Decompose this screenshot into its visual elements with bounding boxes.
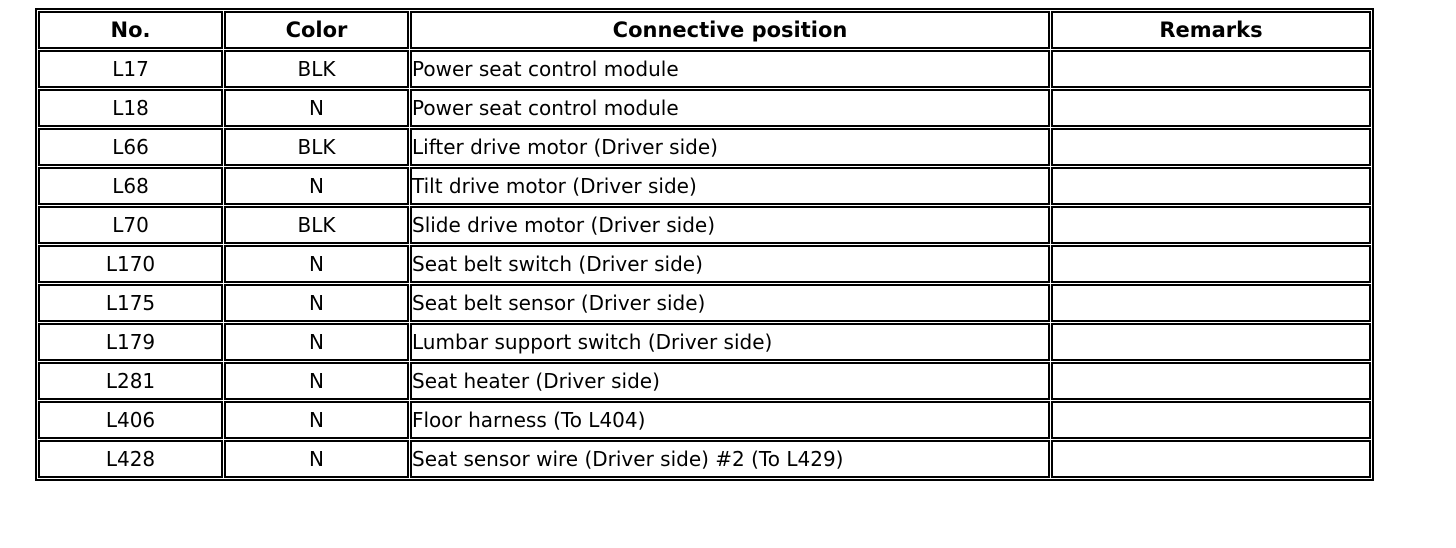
cell-remarks bbox=[1051, 323, 1371, 361]
cell-no: L170 bbox=[38, 245, 223, 283]
cell-remarks bbox=[1051, 245, 1371, 283]
header-row: No. Color Connective position Remarks bbox=[38, 11, 1371, 49]
connector-table: No. Color Connective position Remarks L1… bbox=[35, 8, 1374, 481]
cell-no: L175 bbox=[38, 284, 223, 322]
cell-no: L428 bbox=[38, 440, 223, 478]
cell-remarks bbox=[1051, 50, 1371, 88]
cell-no: L68 bbox=[38, 167, 223, 205]
column-header-position: Connective position bbox=[410, 11, 1050, 49]
cell-remarks bbox=[1051, 89, 1371, 127]
cell-color: BLK bbox=[224, 128, 409, 166]
cell-color: N bbox=[224, 323, 409, 361]
cell-color: N bbox=[224, 284, 409, 322]
cell-position: Seat heater (Driver side) bbox=[410, 362, 1050, 400]
cell-position: Slide drive motor (Driver side) bbox=[410, 206, 1050, 244]
cell-position: Lumbar support switch (Driver side) bbox=[410, 323, 1050, 361]
cell-position: Floor harness (To L404) bbox=[410, 401, 1050, 439]
cell-no: L66 bbox=[38, 128, 223, 166]
cell-color: N bbox=[224, 362, 409, 400]
cell-no: L18 bbox=[38, 89, 223, 127]
cell-position: Seat belt sensor (Driver side) bbox=[410, 284, 1050, 322]
cell-remarks bbox=[1051, 362, 1371, 400]
column-header-color: Color bbox=[224, 11, 409, 49]
column-header-remarks: Remarks bbox=[1051, 11, 1371, 49]
cell-color: N bbox=[224, 401, 409, 439]
cell-position: Seat belt switch (Driver side) bbox=[410, 245, 1050, 283]
cell-color: N bbox=[224, 245, 409, 283]
cell-no: L70 bbox=[38, 206, 223, 244]
cell-position: Tilt drive motor (Driver side) bbox=[410, 167, 1050, 205]
cell-remarks bbox=[1051, 401, 1371, 439]
cell-color: N bbox=[224, 89, 409, 127]
cell-remarks bbox=[1051, 128, 1371, 166]
cell-position: Power seat control module bbox=[410, 89, 1050, 127]
cell-remarks bbox=[1051, 284, 1371, 322]
cell-color: BLK bbox=[224, 206, 409, 244]
cell-no: L281 bbox=[38, 362, 223, 400]
cell-position: Lifter drive motor (Driver side) bbox=[410, 128, 1050, 166]
cell-color: N bbox=[224, 167, 409, 205]
cell-remarks bbox=[1051, 206, 1371, 244]
cell-remarks bbox=[1051, 167, 1371, 205]
column-header-no: No. bbox=[38, 11, 223, 49]
cell-no: L179 bbox=[38, 323, 223, 361]
cell-no: L406 bbox=[38, 401, 223, 439]
cell-position: Power seat control module bbox=[410, 50, 1050, 88]
cell-color: N bbox=[224, 440, 409, 478]
cell-no: L17 bbox=[38, 50, 223, 88]
cell-color: BLK bbox=[224, 50, 409, 88]
cell-position: Seat sensor wire (Driver side) #2 (To L4… bbox=[410, 440, 1050, 478]
cell-remarks bbox=[1051, 440, 1371, 478]
